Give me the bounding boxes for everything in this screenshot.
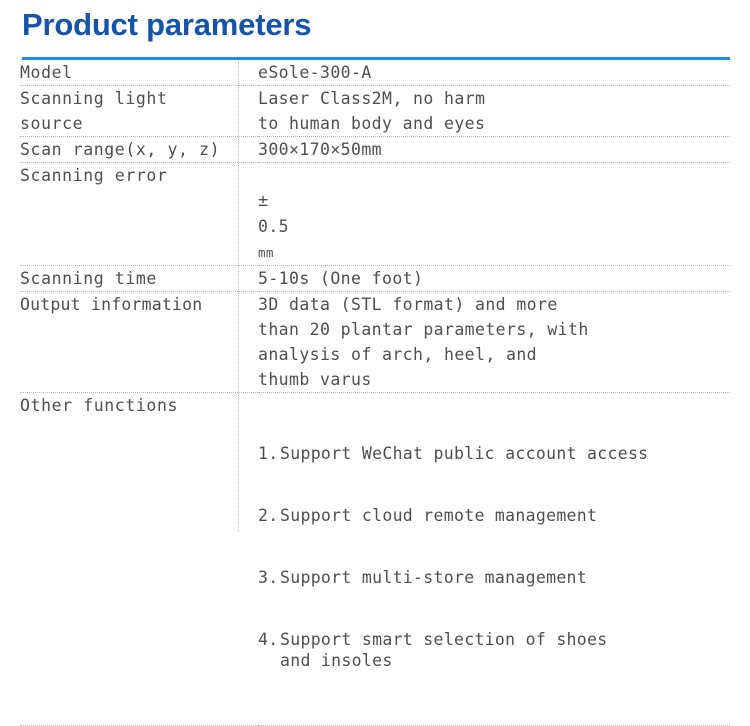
- row-value-output-information: 3D data (STL format) and more than 20 pl…: [258, 291, 730, 393]
- list-item-text: Support multi-store management: [280, 568, 588, 587]
- other-functions-list: 1. Support WeChat public account access …: [258, 418, 730, 700]
- table-row: Scanning error ± 0.5 mm: [20, 162, 730, 266]
- table-row: Scanning light source Laser Class2M, no …: [20, 85, 730, 137]
- page-title: Product parameters: [22, 7, 312, 42]
- list-item: 3. Support multi-store management: [258, 567, 730, 588]
- list-item-number: 1.: [258, 444, 279, 463]
- list-item-number: 2.: [258, 506, 279, 525]
- row-value-model: eSole-300-A: [258, 60, 730, 86]
- table-row: Output information 3D data (STL format) …: [20, 291, 730, 393]
- row-value-scan-range: 300×170×50mm: [258, 136, 730, 163]
- list-item: 1. Support WeChat public account access: [258, 443, 730, 464]
- row-value-other-functions: 1. Support WeChat public account access …: [258, 392, 730, 726]
- table-row: Scan range(x, y, z) 300×170×50mm: [20, 136, 730, 163]
- row-label-other-functions: Other functions: [20, 392, 258, 726]
- list-item-text: Support smart selection of shoes and ins…: [280, 630, 608, 670]
- scanning-error-number: 0.5: [258, 217, 290, 236]
- row-label-scanning-error: Scanning error: [20, 162, 258, 266]
- title-underline-rule: [22, 57, 730, 60]
- list-item-number: 3.: [258, 568, 279, 587]
- list-item: 2. Support cloud remote management: [258, 505, 730, 526]
- list-item-text: Support WeChat public account access: [280, 444, 649, 463]
- table-row: Scanning time 5-10s (One foot): [20, 265, 730, 292]
- row-label-model: Model: [20, 60, 258, 86]
- scanning-error-unit: mm: [258, 245, 274, 260]
- product-parameters-table: Model eSole-300-A Scanning light source …: [20, 60, 730, 726]
- list-item-number: 4.: [258, 630, 279, 649]
- table-row: Model eSole-300-A: [20, 60, 730, 86]
- row-value-scanning-light-source: Laser Class2M, no harm to human body and…: [258, 85, 730, 137]
- list-item-text: Support cloud remote management: [280, 506, 598, 525]
- list-item: 4. Support smart selection of shoes and …: [258, 629, 730, 671]
- row-label-output-information: Output information: [20, 291, 258, 393]
- table-row: Other functions 1. Support WeChat public…: [20, 392, 730, 726]
- row-value-scanning-error: ± 0.5 mm: [258, 162, 730, 266]
- row-label-scanning-light-source: Scanning light source: [20, 85, 258, 137]
- row-value-scanning-time: 5-10s (One foot): [258, 265, 730, 292]
- row-label-scanning-time: Scanning time: [20, 265, 258, 292]
- plus-minus-symbol: ±: [258, 191, 269, 211]
- row-label-scan-range: Scan range(x, y, z): [20, 136, 258, 163]
